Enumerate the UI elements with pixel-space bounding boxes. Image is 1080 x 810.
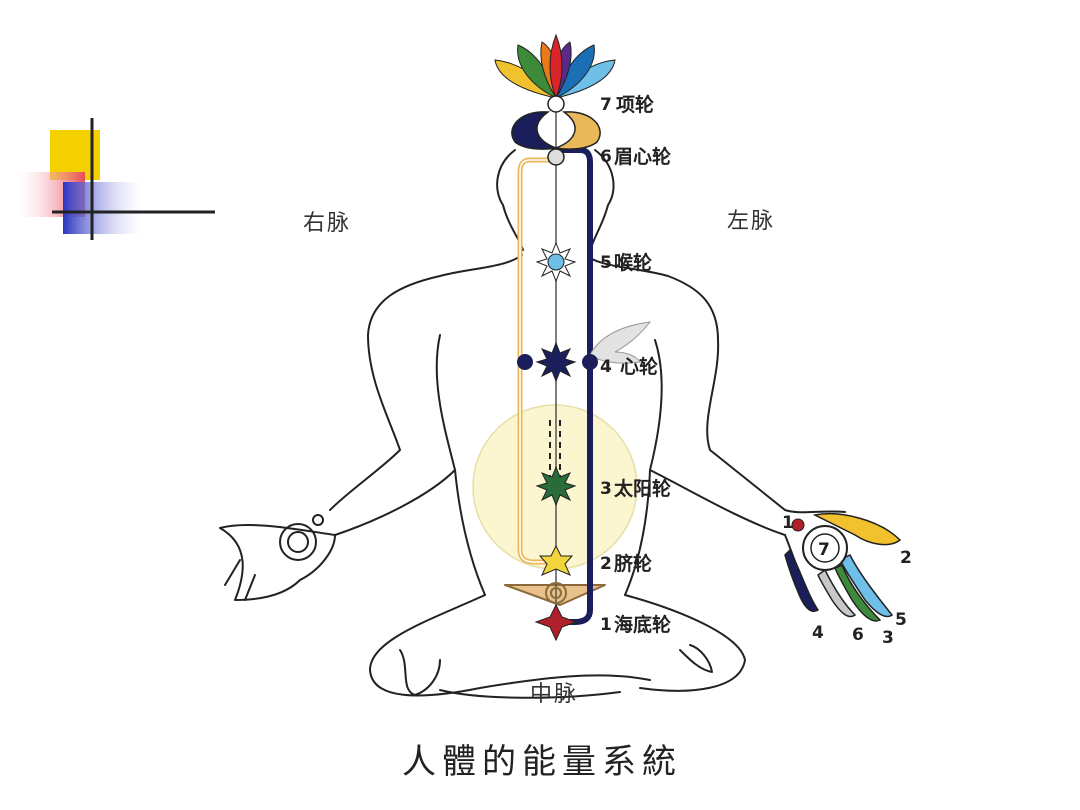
chakra-5-marker bbox=[535, 241, 577, 283]
chakra-3-marker bbox=[535, 465, 577, 507]
chakra-7-marker bbox=[547, 95, 565, 113]
chakra-2-marker bbox=[538, 544, 574, 576]
brow-crescent bbox=[511, 111, 601, 150]
svg-text:5: 5 bbox=[895, 610, 907, 630]
diagram-title: 人體的能量系統 bbox=[402, 742, 682, 782]
svg-text:4: 4 bbox=[812, 623, 824, 643]
svg-text:喉轮: 喉轮 bbox=[614, 251, 652, 274]
svg-text:4: 4 bbox=[600, 357, 612, 377]
svg-text:5: 5 bbox=[600, 253, 612, 273]
svg-text:3: 3 bbox=[882, 628, 894, 648]
right-nadi-label: 右脉 bbox=[303, 211, 351, 236]
chakra-1-marker bbox=[534, 582, 578, 642]
chakra-labels: 7 项轮 6 眉心轮 5 喉轮 4 心轮 3 太阳轮 2 脐轮 1 海底轮 bbox=[600, 93, 671, 636]
chakra-markers bbox=[517, 95, 598, 642]
svg-text:1: 1 bbox=[600, 615, 612, 635]
corner-decoration bbox=[15, 118, 215, 240]
svg-text:项轮: 项轮 bbox=[616, 93, 654, 116]
svg-text:海底轮: 海底轮 bbox=[614, 613, 671, 636]
right-hand-chakra-map bbox=[784, 513, 902, 622]
svg-text:2: 2 bbox=[900, 548, 912, 568]
svg-text:眉心轮: 眉心轮 bbox=[614, 145, 671, 168]
chakra-4-marker bbox=[517, 341, 598, 383]
svg-text:2: 2 bbox=[600, 554, 612, 574]
svg-text:3: 3 bbox=[600, 479, 612, 499]
svg-text:1: 1 bbox=[782, 513, 794, 533]
left-hand-mudra bbox=[279, 514, 324, 561]
left-nadi-label: 左脉 bbox=[727, 209, 775, 234]
svg-text:6: 6 bbox=[600, 147, 612, 167]
chakra-6-marker bbox=[547, 148, 565, 166]
hand-numbers: 1 2 3 4 5 6 7 bbox=[782, 513, 912, 648]
crown-lotus bbox=[494, 33, 616, 100]
body-outline bbox=[219, 149, 846, 699]
heart-wing bbox=[589, 321, 652, 364]
svg-text:脐轮: 脐轮 bbox=[613, 552, 652, 575]
svg-text:太阳轮: 太阳轮 bbox=[614, 477, 671, 500]
central-nadi-label: 中脉 bbox=[530, 682, 578, 707]
svg-text:心轮: 心轮 bbox=[620, 355, 658, 378]
svg-text:6: 6 bbox=[852, 625, 864, 645]
svg-text:7: 7 bbox=[818, 540, 830, 560]
svg-text:7: 7 bbox=[600, 95, 612, 115]
